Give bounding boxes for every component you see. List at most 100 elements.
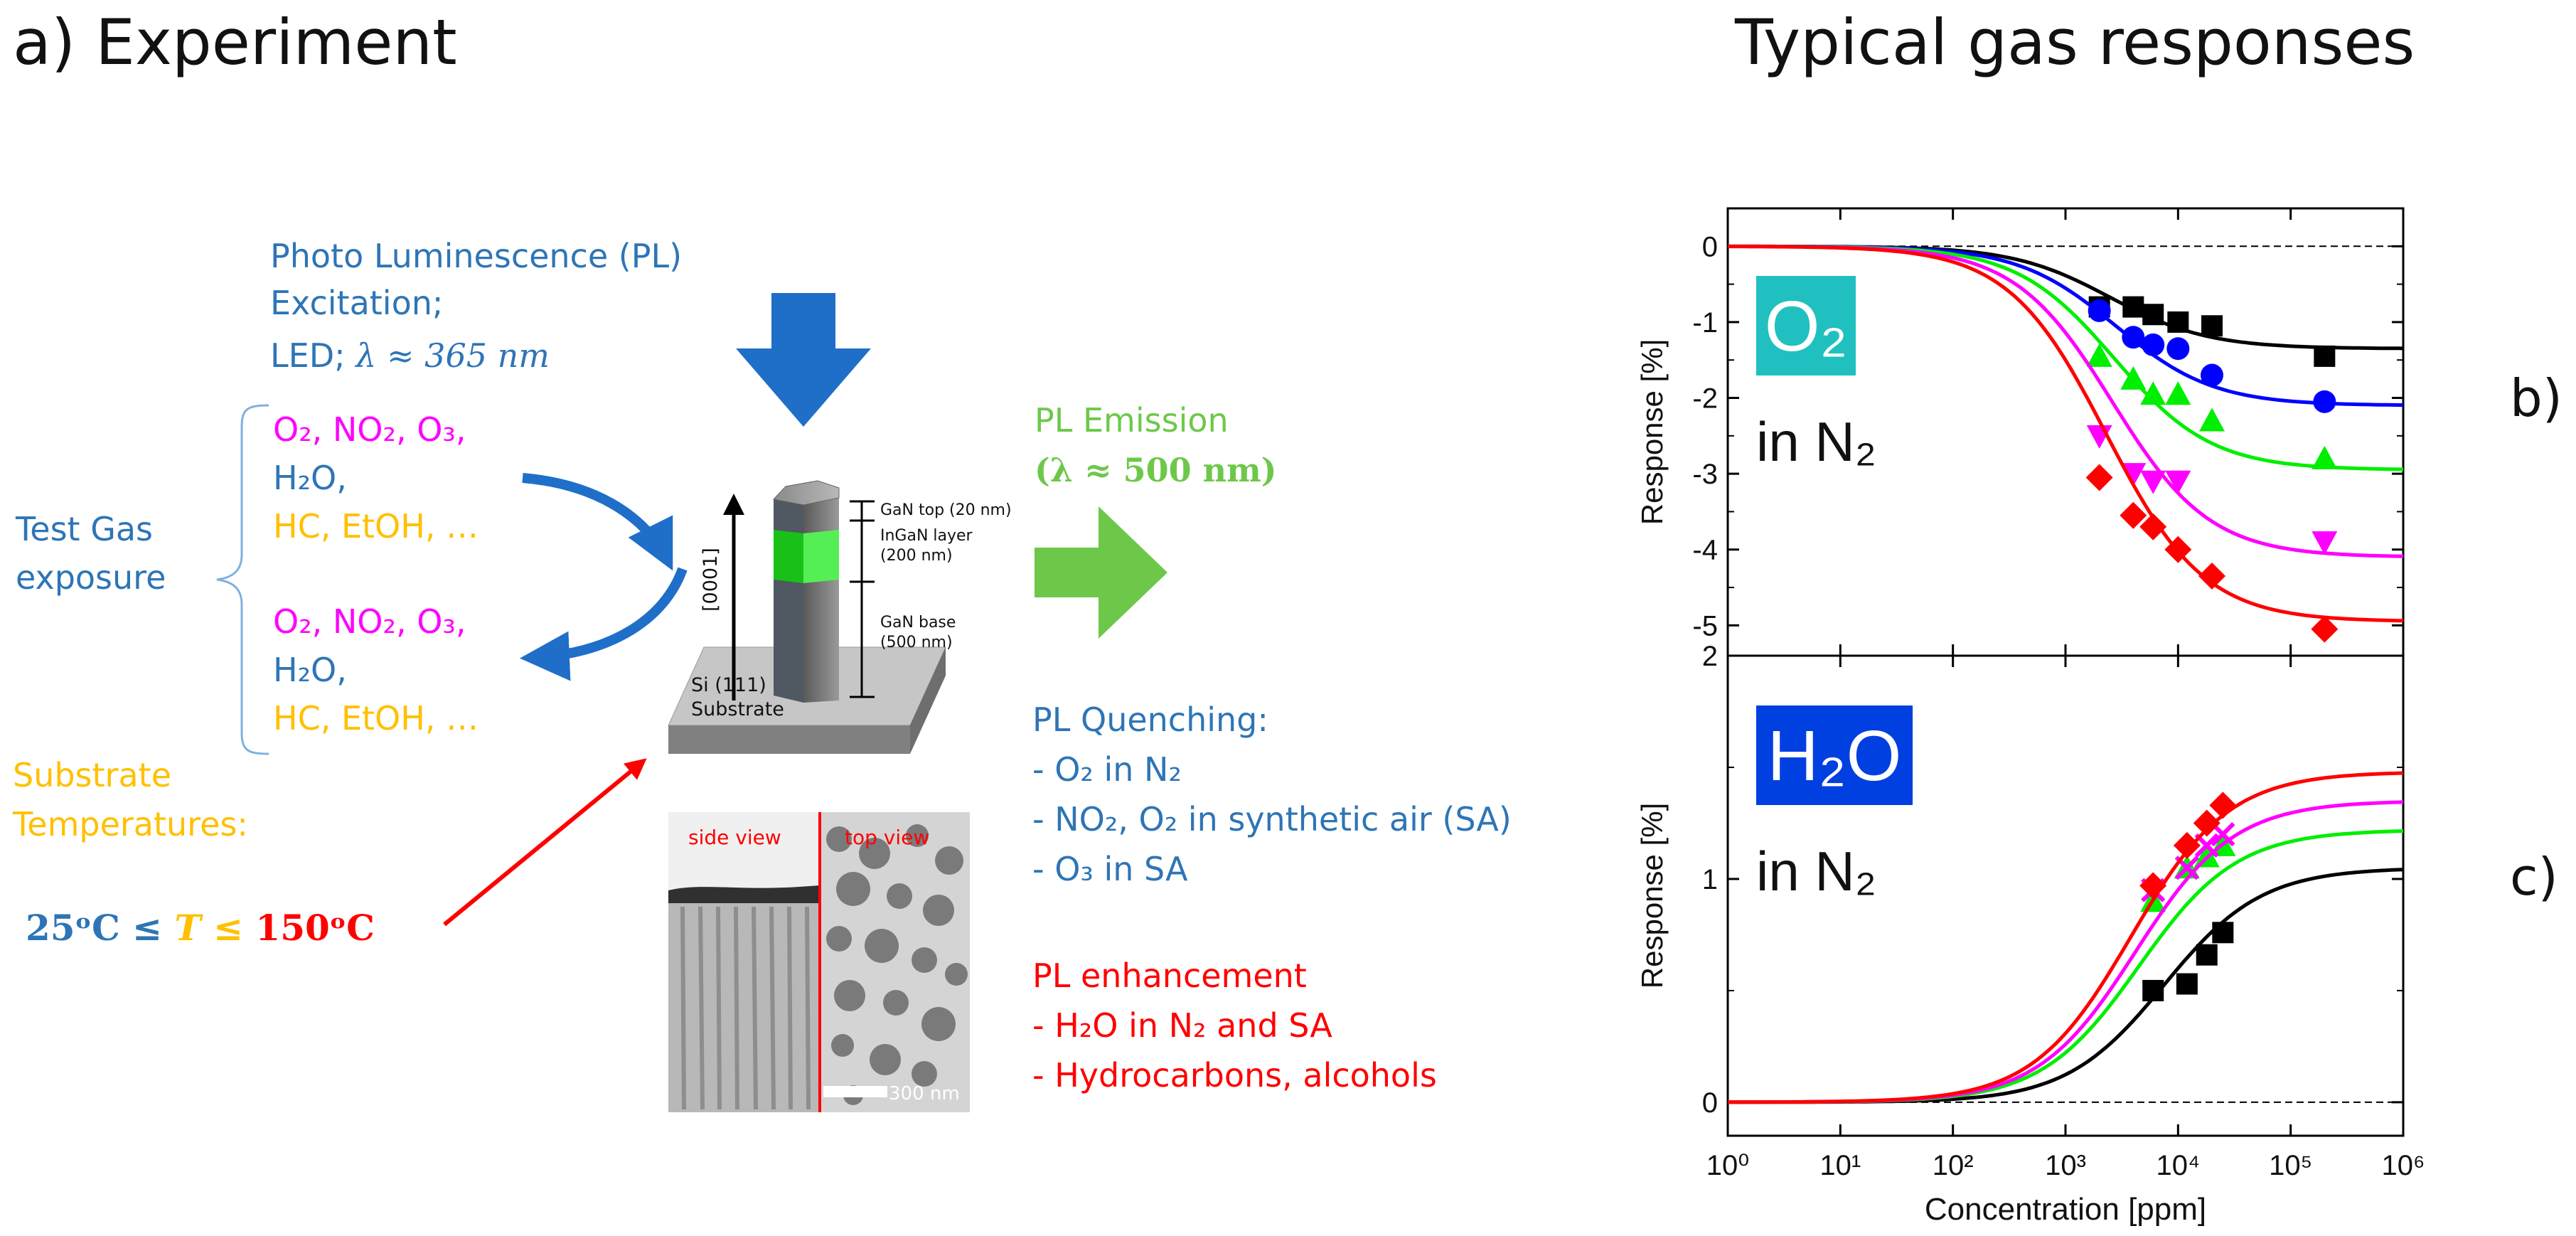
sem-top-label: top view [845,826,929,849]
data-point [2311,615,2339,643]
x-tick-label: 10⁴ [2156,1150,2200,1181]
x-tick-label: 10² [1933,1150,1974,1181]
data-point [2140,381,2166,405]
temperature-range: 25ᵒC ≤ T ≤ 150ᵒC [26,907,375,949]
data-point [2122,326,2145,349]
y-tick-label: 0 [1702,1087,1718,1119]
x-tick-label: 10⁰ [1706,1150,1750,1181]
enhancement-item-0: - H₂O in N₂ and SA [1032,1006,1332,1045]
substrate-label2: Substrate [691,698,784,720]
data-point [2142,333,2165,356]
gas-list-upper: O₂, NO₂, O₃, H₂O, HC, EtOH, … [273,410,479,545]
data-point [2193,809,2220,837]
excitation-line1: Photo Luminescence (PL) [270,237,682,275]
data-point [2167,311,2189,333]
substrate-temp-line1: Substrate [13,756,171,794]
data-point [2176,973,2198,995]
data-point [2139,872,2167,900]
left-title: a) Experiment [13,6,457,79]
y-tick-label: -4 [1692,535,1718,566]
substrate-label1: Si (111) [691,674,766,696]
data-point [2142,979,2164,1001]
excitation-line2: Excitation; [270,284,443,322]
x-axis-label: Concentration [ppm] [1925,1192,2206,1227]
y-axis-label: Response [%] [1635,339,1669,525]
emission-line1: PL Emission [1035,401,1229,439]
gas-out-arrow [520,567,688,681]
emission-arrow [1035,506,1167,639]
fit-curve [1728,868,2404,1104]
chart-o2: 0 -1 -2 -3 -4 -5 Response [%] O₂ in N₂ [1635,207,2405,657]
quenching-item-2: - O₃ in SA [1032,850,1188,888]
gas-badge-label: O₂ [1765,287,1848,366]
medium-label: in N₂ [1756,840,1876,902]
gan-base-thickness: (500 nm) [880,634,953,651]
quenching-item-0: - O₂ in N₂ [1032,750,1182,789]
quenching-block: PL Quenching: - O₂ in N₂ - NO₂, O₂ in sy… [1032,700,1512,888]
ingan-thickness: (200 nm) [880,547,953,565]
fit-curve [1727,245,2404,623]
data-point [2086,343,2112,367]
data-point [2088,299,2111,322]
y-tick-label: -1 [1692,307,1718,339]
gas-row1-lower: O₂, NO₂, O₃, [273,602,466,641]
test-gas-line2: exposure [16,558,166,597]
x-tick-label: 10¹ [1819,1150,1861,1181]
medium-label: in N₂ [1756,410,1876,473]
y-tick-label: -3 [1692,459,1718,490]
substrate-front [668,725,910,754]
panel-label-c: c) [2510,847,2558,907]
sem-images: side view top view 300 nm [668,812,970,1112]
gas-in-arrow [522,473,673,571]
panel-label-b: b) [2510,368,2562,428]
y-axis-label: Response [%] [1635,803,1669,989]
gan-base-label: GaN base [880,614,956,632]
excitation-text: Photo Luminescence (PL) Excitation; LED;… [270,237,682,375]
data-point [2165,470,2191,494]
data-point [2200,363,2223,387]
sem-scale-bar [823,1086,887,1097]
gas-brace [216,404,269,755]
heating-arrow [443,758,647,927]
data-point [2173,831,2201,859]
sem-scale-label: 300 nm [889,1083,960,1104]
data-point [2164,536,2192,563]
y-tick-label: -5 [1692,610,1718,641]
enhancement-item-1: - Hydrocarbons, alcohols [1032,1056,1437,1094]
quenching-item-1: - NO₂, O₂ in synthetic air (SA) [1032,800,1512,838]
data-point [2312,531,2338,555]
enhancement-block: PL enhancement - H₂O in N₂ and SA - Hydr… [1032,957,1437,1094]
x-tick-label: 10⁵ [2269,1150,2312,1181]
fit-curve [1728,771,2404,1104]
quenching-title: PL Quenching: [1032,700,1268,739]
wire-left-face [774,491,803,703]
gas-badge-label: H₂O [1768,716,1902,796]
gan-top-label: GaN top (20 nm) [880,501,1012,519]
wire-top-face [773,480,840,506]
gas-badge [1756,276,1856,375]
data-point [2140,470,2166,494]
data-point [2212,922,2234,944]
data-point [2120,463,2147,487]
dimension-marks [850,500,875,698]
data-point [2120,366,2147,390]
y-tick-label: -2 [1692,383,1718,415]
data-point [2312,445,2338,469]
substrate-side [910,647,946,754]
data-point [2139,513,2167,540]
gas-row3: HC, EtOH, … [273,507,479,545]
ingan-label: InGaN layer [880,527,973,545]
data-point [2165,381,2191,405]
right-title: Typical gas responses [1734,6,2415,79]
gas-row2: H₂O, [273,459,347,497]
direction-label: [0001] [700,548,722,612]
nanowire-schematic: Si (111) Substrate [0001] GaN top (20 nm… [668,480,1012,754]
y-tick-label: 0 [1702,231,1718,262]
gas-row1: O₂, NO₂, O₃, [273,410,466,449]
x-tick-label: 10⁶ [2382,1150,2425,1181]
ingan-layer-right [803,530,839,583]
data-point [2085,464,2113,491]
